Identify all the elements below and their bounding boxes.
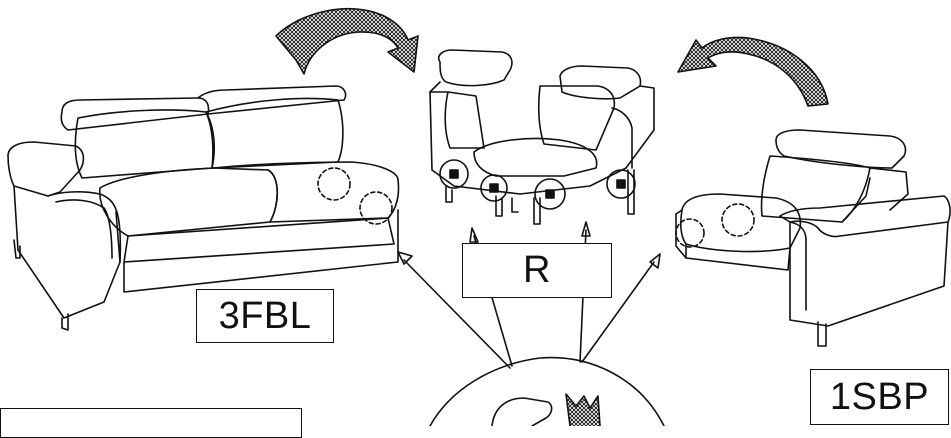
rotate-arrow-left [275, 7, 419, 75]
magnifier-detail [491, 397, 553, 427]
rotate-arrow-right [677, 36, 829, 107]
label-r: R [462, 243, 612, 298]
pointer-arrows [397, 221, 661, 369]
diagram-canvas [7, 7, 951, 427]
assembly-diagram [7, 7, 951, 427]
magnifier-circle [429, 356, 665, 427]
magnifier-hatch [565, 393, 601, 427]
label-3fbl: 3FBL [196, 289, 334, 343]
sofa-3fbl-drawing [7, 85, 400, 331]
bottom-info-box [0, 408, 302, 438]
corner-r-drawing [429, 49, 655, 225]
armchair-1sbp-drawing [675, 129, 951, 347]
label-1sbp: 1SBP [810, 369, 949, 425]
